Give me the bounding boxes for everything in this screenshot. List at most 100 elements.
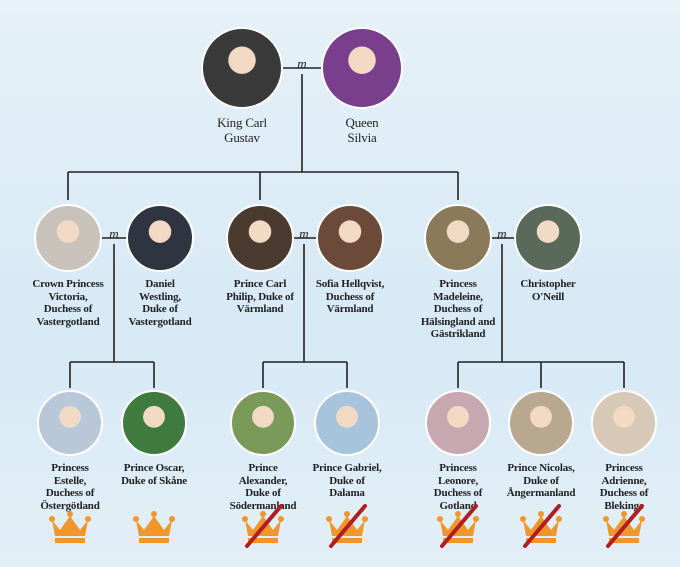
portrait-photo: [425, 390, 491, 456]
portrait-photo: [230, 390, 296, 456]
marriage-symbol: m: [109, 226, 119, 241]
name-line: Hälsingland and: [420, 315, 496, 328]
name-line: Duke of: [523, 474, 559, 487]
name-line: Christopher: [520, 278, 576, 290]
marriage-symbol: m: [297, 56, 307, 71]
name-line: Adrienne,: [601, 474, 647, 487]
portrait-photo: [321, 27, 403, 109]
crown-icon: [133, 511, 175, 543]
portrait-photo: [121, 390, 187, 456]
crown-icon: [49, 511, 91, 543]
name-line: Princess: [51, 462, 89, 474]
name-line: Vastergotland: [36, 315, 100, 328]
person-name: Prince Oscar,Duke of Skåne: [99, 462, 209, 487]
name-line: Duchess of: [433, 303, 483, 315]
name-line: Gotland: [439, 499, 477, 512]
name-line: Blekinge: [604, 499, 644, 512]
name-line: Värmland: [236, 303, 284, 315]
name-line: King Carl: [217, 115, 267, 130]
portrait-photo: [34, 204, 102, 272]
crossed-out-crown-icon: [326, 504, 368, 548]
portrait-photo: [591, 390, 657, 456]
name-line: Leonore,: [437, 474, 479, 487]
portrait-photo: [37, 390, 103, 456]
name-line: Duchess of: [325, 290, 375, 303]
name-line: Crown Princess: [32, 278, 104, 290]
name-line: Philip, Duke of: [226, 290, 294, 303]
name-line: Duke of: [142, 303, 178, 315]
crossed-out-crown-icon: [603, 504, 645, 548]
name-line: Duchess of: [599, 487, 649, 499]
name-line: Westling,: [139, 290, 181, 303]
name-line: Prince Gabriel,: [312, 462, 382, 474]
name-line: Duchess of: [43, 303, 93, 315]
name-line: Östergötland: [40, 499, 100, 512]
name-line: Princess: [439, 462, 477, 474]
name-line: Duke of: [245, 487, 281, 499]
portrait-photo: [314, 390, 380, 456]
portrait-photo: [424, 204, 492, 272]
crossed-out-crown-icon: [437, 504, 479, 548]
name-line: Duchess of: [433, 487, 483, 499]
name-line: Prince Oscar,: [123, 462, 185, 474]
name-line: Silvia: [347, 130, 377, 145]
name-line: Ångermanland: [506, 487, 576, 499]
name-line: Prince: [248, 462, 278, 474]
name-line: Queen: [345, 115, 379, 130]
name-line: Duke of: [329, 474, 365, 487]
name-line: Estelle,: [53, 474, 87, 487]
crossed-out-crown-icon: [242, 504, 284, 548]
name-line: Duchess of: [45, 487, 95, 499]
crossed-out-crown-icon: [520, 504, 562, 548]
name-line: Madeleine,: [433, 290, 483, 303]
name-line: Värmland: [326, 303, 374, 315]
portrait-photo: [508, 390, 574, 456]
marriage-symbol: m: [497, 226, 507, 241]
name-line: Victoria,: [48, 290, 88, 303]
name-line: Gustav: [224, 130, 260, 145]
name-line: Dalama: [329, 487, 365, 499]
name-line: Gästrikland: [430, 328, 486, 340]
person-card: Prince Oscar,Duke of Skåne: [99, 390, 209, 487]
name-line: Prince Carl: [233, 278, 287, 290]
name-line: Duke of Skåne: [121, 474, 187, 487]
name-line: Princess: [605, 462, 643, 474]
portrait-photo: [316, 204, 384, 272]
name-line: Sofia Hellqvist,: [315, 278, 385, 290]
name-line: Princess: [439, 278, 477, 290]
name-line: O'Neill: [531, 290, 565, 303]
portrait-photo: [201, 27, 283, 109]
name-line: Vastergotland: [128, 315, 192, 328]
name-line: Daniel: [145, 278, 175, 290]
marriage-symbol: m: [299, 226, 309, 241]
portrait-photo: [514, 204, 582, 272]
portrait-photo: [126, 204, 194, 272]
portrait-photo: [226, 204, 294, 272]
name-line: Prince Nicolas,: [507, 462, 575, 474]
